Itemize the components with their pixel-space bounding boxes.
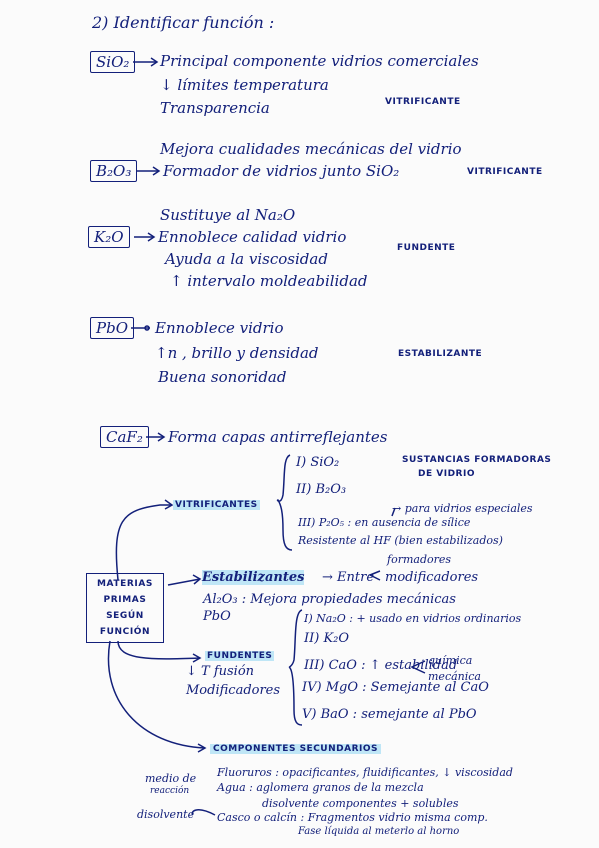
secundarios-side-3: disolvente [137,808,195,821]
vitrificantes-label: VITRIFICANTES [173,500,260,510]
secundarios-line-4: Casco o calcín : Fragmentos vidrio misma… [217,811,488,824]
center-line-4: FUNCIÓN [99,627,151,637]
k2o-tag: FUNDENTE [397,243,456,253]
fundente-item-3: III) CaO : ↑ estabilidad [304,658,458,673]
pbo-tag: ESTABILIZANTE [398,349,483,359]
secundarios-line-2: Agua : aglomera granos de la mezcla [217,781,424,794]
vitrificante-note-4: Resistente al HF (bien estabilizados) [298,534,503,547]
fundente-item-2: II) K₂O [304,631,350,646]
fundente-stab-1: química [428,654,473,667]
secundarios-side-1: medio de [145,772,197,785]
b2o3-line-1: Mejora cualidades mecánicas del vidrio [160,140,462,158]
estab-line-2: PbO [203,609,231,624]
sio2-line-1: Principal componente vidrios comerciales [160,52,479,70]
vitrificante-note-3: → para vidrios especiales [392,502,533,515]
pbo-line-1: Ennoblece vidrio [155,319,284,337]
vitrificante-note-2: DE VIDRIO [418,469,475,479]
k2o-line-4: ↑ intervalo moldeabilidad [170,272,368,290]
k2o-line-3: Ayuda a la viscosidad [165,250,328,268]
secundarios-side-2: reacción [150,786,190,796]
fundente-item-4: IV) MgO : Semejante al CaO [302,680,489,695]
vitrificante-item-3: III) P₂O₅ : en ausencia de sílice [298,516,471,529]
fundente-stab-2: mecánica [428,670,481,683]
sio2-line-3: Transparencia [160,99,270,117]
sio2-tag: VITRIFICANTE [385,97,461,107]
estab-opt-2: modificadores [385,570,479,585]
estabilizantes-label: Estabilizantes [202,570,305,585]
vitrificante-item-1: I) SiO₂ [296,455,340,470]
sio2-line-2: ↓ límites temperatura [160,76,329,94]
fundente-item-5: V) BaO : semejante al PbO [302,707,477,722]
center-line-1: MATERIAS [96,579,154,589]
estab-entre: → Entre [322,570,375,585]
center-box: MATERIAS PRIMAS SEGÚN FUNCIÓN [86,573,164,643]
b2o3-tag: VITRIFICANTE [467,167,543,177]
fundentes-label: FUNDENTES [205,651,275,661]
formula-box-k2o: K₂O [88,226,130,248]
center-line-2: PRIMAS [103,595,147,605]
k2o-line-2: Ennoblece calidad vidrio [158,228,347,246]
page-title: 2) Identificar función : [92,13,275,32]
pbo-line-2: ↑n , brillo y densidad [155,344,319,362]
caf2-line-1: Forma capas antirreflejantes [168,428,388,446]
vitrificante-note-1: SUSTANCIAS FORMADORAS [402,455,552,465]
secundarios-line-5: Fase líquida al meterlo al horno [298,826,460,837]
fundentes-sub-2: Modificadores [186,683,281,698]
center-line-3: SEGÚN [106,611,144,621]
b2o3-line-2: Formador de vidrios junto SiO₂ [163,162,400,180]
k2o-line-1: Sustituye al Na₂O [160,206,296,224]
formula-box-caf2: CaF₂ [100,426,149,448]
secundarios-label: COMPONENTES SECUNDARIOS [210,744,381,754]
formula-box-b2o3: B₂O₃ [90,160,138,182]
formula-box-pbo: PbO [90,317,134,339]
fundentes-sub-1: ↓ T fusión [186,664,255,679]
formula-box-sio2: SiO₂ [90,51,136,73]
vitrificante-item-2: II) B₂O₃ [296,482,347,497]
fundente-item-1: I) Na₂O : + usado en vidrios ordinarios [304,612,522,625]
estab-opt-1: formadores [387,553,452,566]
secundarios-line-1: Fluoruros : opacificantes, fluidificante… [217,766,513,779]
estab-line-1: Al₂O₃ : Mejora propiedades mecánicas [203,592,456,607]
secundarios-line-3: disolvente componentes + solubles [262,797,459,810]
pbo-line-3: Buena sonoridad [158,368,287,386]
